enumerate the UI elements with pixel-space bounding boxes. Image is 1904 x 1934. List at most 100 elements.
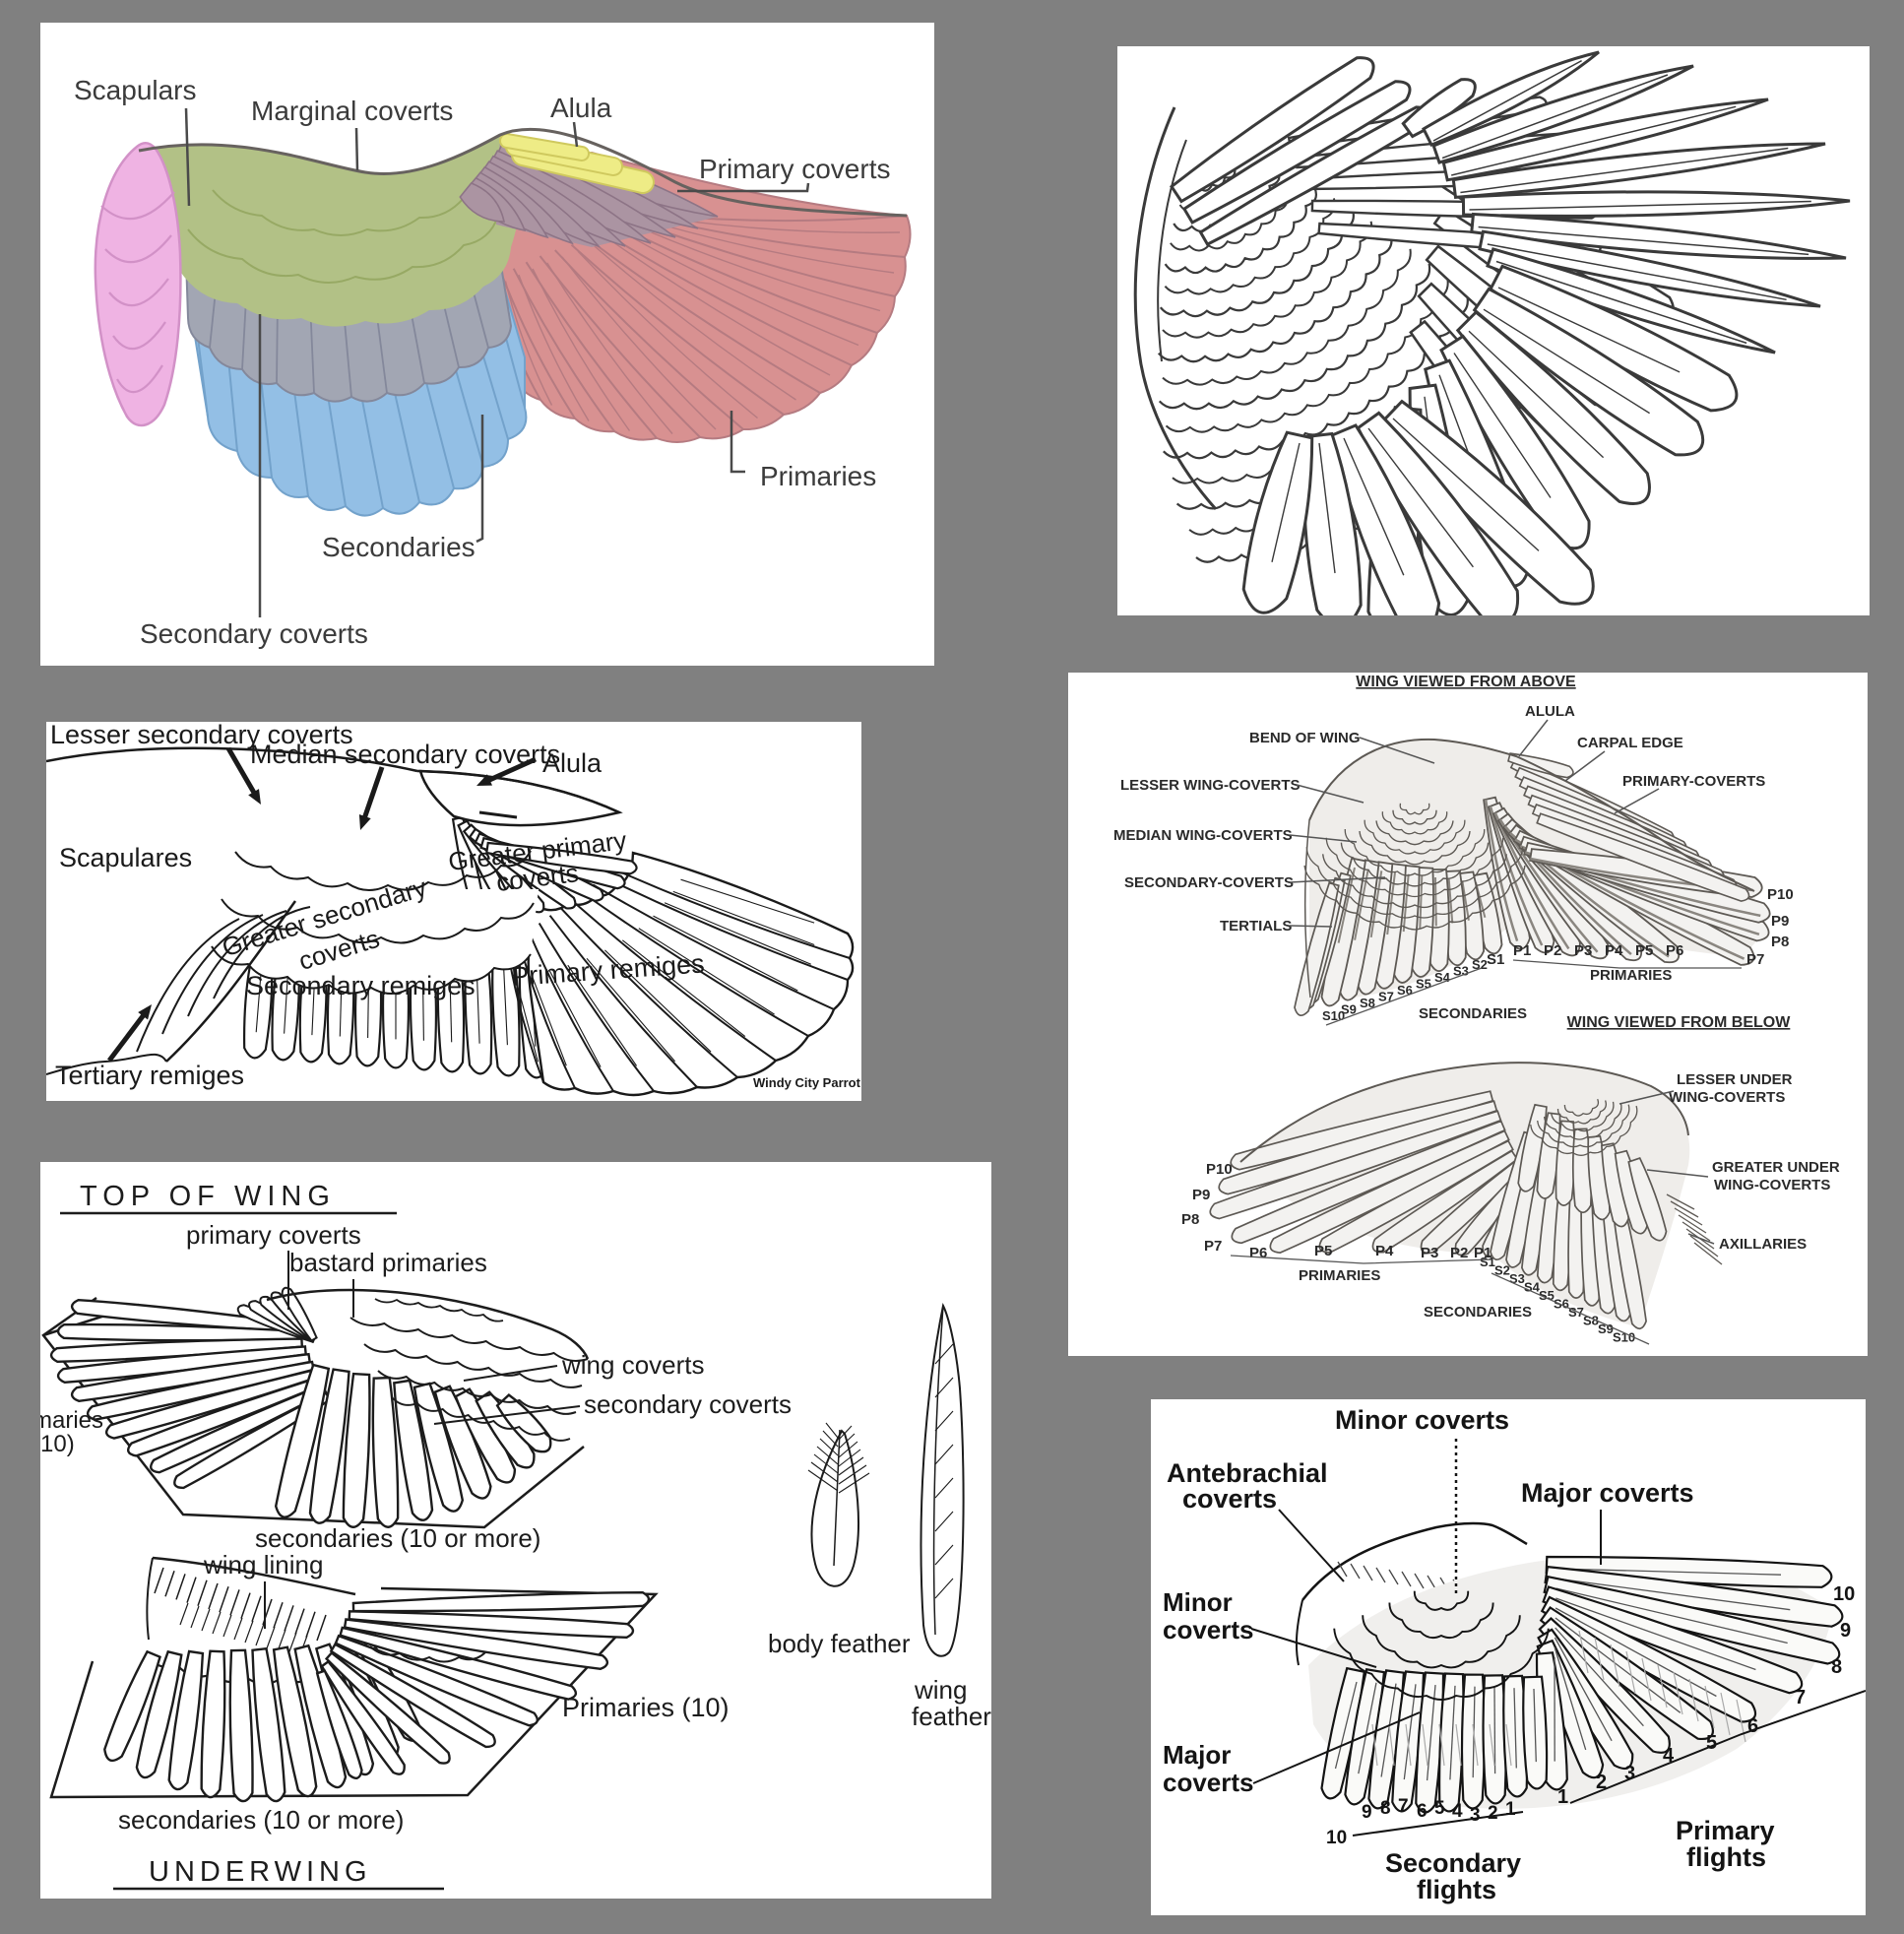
svg-text:6: 6 — [1747, 1715, 1758, 1737]
svg-text:S7: S7 — [1378, 990, 1394, 1004]
svg-text:Minor coverts: Minor coverts — [1335, 1405, 1509, 1435]
svg-text:P5: P5 — [1314, 1243, 1332, 1259]
svg-text:Primary coverts: Primary coverts — [699, 154, 890, 184]
svg-text:Median secondary coverts: Median secondary coverts — [250, 740, 560, 769]
svg-text:primary coverts: primary coverts — [186, 1220, 361, 1250]
svg-text:SECONDARY-COVERTS: SECONDARY-COVERTS — [1124, 874, 1294, 891]
svg-text:WING VIEWED FROM ABOVE: WING VIEWED FROM ABOVE — [1356, 674, 1576, 690]
svg-text:flights: flights — [1686, 1842, 1766, 1872]
svg-text:P5: P5 — [1635, 942, 1653, 959]
svg-text:2: 2 — [1596, 1772, 1607, 1793]
svg-text:flights: flights — [1417, 1875, 1496, 1904]
svg-text:Alula: Alula — [542, 748, 603, 778]
svg-text:WING VIEWED FROM BELOW: WING VIEWED FROM BELOW — [1567, 1014, 1792, 1031]
svg-text:LESSER UNDER: LESSER UNDER — [1677, 1071, 1793, 1088]
svg-text:Scapulars: Scapulars — [74, 75, 197, 105]
svg-text:P6: P6 — [1249, 1245, 1267, 1261]
svg-text:S8: S8 — [1360, 996, 1375, 1010]
svg-text:8: 8 — [1380, 1798, 1391, 1819]
svg-text:Primary: Primary — [1676, 1816, 1775, 1845]
svg-text:P9: P9 — [1192, 1187, 1210, 1203]
svg-text:coverts: coverts — [1182, 1484, 1277, 1514]
svg-text:7: 7 — [1795, 1687, 1806, 1708]
svg-text:secondaries (10 or more): secondaries (10 or more) — [118, 1805, 404, 1835]
svg-text:S9: S9 — [1598, 1322, 1614, 1336]
svg-text:WING-COVERTS: WING-COVERTS — [1669, 1089, 1785, 1106]
svg-text:9: 9 — [1840, 1620, 1851, 1642]
svg-text:GREATER UNDER: GREATER UNDER — [1712, 1159, 1840, 1176]
svg-text:MEDIAN WING-COVERTS: MEDIAN WING-COVERTS — [1113, 827, 1293, 844]
svg-text:S10: S10 — [1322, 1008, 1345, 1023]
svg-text:6: 6 — [1417, 1801, 1428, 1822]
svg-text:bastard primaries: bastard primaries — [289, 1248, 487, 1277]
svg-text:SECONDARIES: SECONDARIES — [1424, 1304, 1532, 1321]
svg-text:4: 4 — [1452, 1801, 1463, 1822]
svg-text:5: 5 — [1434, 1798, 1445, 1819]
svg-text:S3: S3 — [1509, 1271, 1525, 1286]
svg-text:S7: S7 — [1568, 1305, 1584, 1320]
svg-text:coverts: coverts — [1163, 1768, 1254, 1797]
svg-text:S4: S4 — [1524, 1280, 1541, 1295]
svg-text:S1: S1 — [1487, 951, 1504, 968]
svg-text:P6: P6 — [1666, 942, 1683, 959]
svg-text:P7: P7 — [1204, 1238, 1222, 1255]
svg-text:P3: P3 — [1574, 942, 1592, 959]
svg-text:Antebrachial: Antebrachial — [1167, 1458, 1328, 1488]
svg-text:AXILLARIES: AXILLARIES — [1719, 1236, 1807, 1253]
svg-text:P1: P1 — [1474, 1245, 1491, 1261]
svg-text:Scapulares: Scapulares — [59, 843, 192, 872]
svg-text:S1: S1 — [1480, 1255, 1495, 1269]
svg-text:10): 10) — [40, 1431, 75, 1457]
svg-text:P4: P4 — [1605, 942, 1623, 959]
svg-text:feather: feather — [912, 1702, 991, 1731]
svg-text:2: 2 — [1488, 1803, 1498, 1824]
svg-text:P7: P7 — [1746, 951, 1764, 968]
svg-text:S2: S2 — [1494, 1263, 1510, 1278]
svg-text:TERTIALS: TERTIALS — [1220, 918, 1292, 935]
svg-text:S10: S10 — [1613, 1330, 1635, 1345]
svg-text:S9: S9 — [1341, 1002, 1357, 1017]
svg-text:TOP OF WING: TOP OF WING — [80, 1181, 336, 1212]
svg-text:secondary coverts: secondary coverts — [584, 1389, 792, 1419]
svg-text:10: 10 — [1833, 1583, 1855, 1605]
svg-text:PRIMARIES: PRIMARIES — [1299, 1267, 1380, 1284]
svg-text:Marginal coverts: Marginal coverts — [251, 96, 453, 126]
svg-text:5: 5 — [1706, 1732, 1717, 1754]
svg-text:S2: S2 — [1472, 957, 1488, 972]
svg-text:P2: P2 — [1544, 942, 1561, 959]
svg-text:Primaries: Primaries — [760, 461, 876, 491]
svg-text:10: 10 — [1326, 1828, 1347, 1848]
svg-text:UNDERWING: UNDERWING — [149, 1856, 372, 1888]
svg-text:Major: Major — [1163, 1740, 1231, 1770]
svg-text:PRIMARIES: PRIMARIES — [1590, 967, 1672, 984]
svg-text:LESSER WING-COVERTS: LESSER WING-COVERTS — [1120, 777, 1301, 794]
svg-text:maries: maries — [40, 1407, 103, 1434]
svg-text:SECONDARIES: SECONDARIES — [1419, 1005, 1527, 1022]
svg-text:Secondaries: Secondaries — [322, 532, 476, 562]
svg-text:S6: S6 — [1554, 1297, 1569, 1312]
svg-text:P8: P8 — [1181, 1211, 1199, 1228]
svg-text:body feather: body feather — [768, 1629, 911, 1658]
svg-text:Secondary: Secondary — [1385, 1848, 1521, 1878]
svg-text:Secondary remiges: Secondary remiges — [246, 971, 476, 1000]
svg-text:Lesser secondary coverts: Lesser secondary coverts — [50, 722, 353, 749]
svg-text:3: 3 — [1470, 1805, 1481, 1826]
svg-text:9: 9 — [1362, 1802, 1372, 1823]
svg-text:Tertiary remiges: Tertiary remiges — [55, 1061, 244, 1090]
svg-text:1: 1 — [1505, 1799, 1516, 1820]
svg-text:Primaries (10): Primaries (10) — [562, 1693, 730, 1722]
svg-text:BEND OF WING: BEND OF WING — [1249, 730, 1361, 746]
svg-text:PRIMARY-COVERTS: PRIMARY-COVERTS — [1622, 773, 1765, 790]
svg-text:Major coverts: Major coverts — [1521, 1478, 1694, 1508]
svg-text:S5: S5 — [1539, 1288, 1555, 1303]
svg-text:wing coverts: wing coverts — [561, 1350, 705, 1380]
svg-text:P4: P4 — [1375, 1243, 1394, 1259]
svg-text:WING-COVERTS: WING-COVERTS — [1714, 1177, 1830, 1193]
svg-text:CARPAL EDGE: CARPAL EDGE — [1577, 735, 1683, 751]
svg-text:Windy City Parrot: Windy City Parrot — [753, 1075, 861, 1090]
svg-text:secondaries (10 or more): secondaries (10 or more) — [255, 1523, 540, 1553]
svg-text:Minor: Minor — [1163, 1587, 1233, 1617]
svg-text:P3: P3 — [1421, 1245, 1438, 1261]
svg-text:P2: P2 — [1450, 1245, 1468, 1261]
svg-text:coverts: coverts — [1163, 1615, 1254, 1644]
